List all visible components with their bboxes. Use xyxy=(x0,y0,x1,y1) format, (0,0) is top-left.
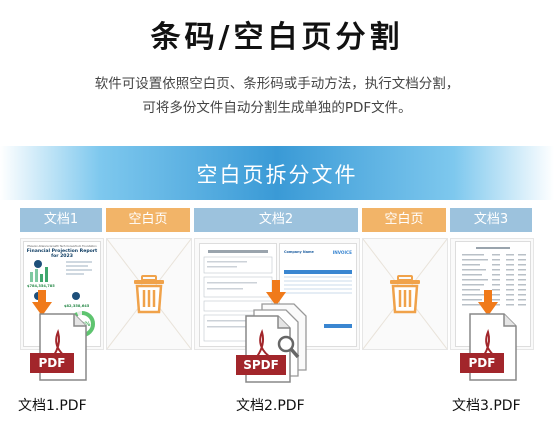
tab-blank-2: 空白页 xyxy=(362,208,446,232)
banner-title: 空白页拆分文件 xyxy=(196,163,358,187)
description-line-2: 可将多份文件自动分割生成单独的PDF文件。 xyxy=(142,100,412,116)
pdf-file-icon[interactable]: SPDF xyxy=(232,300,328,384)
arrow-down-icon xyxy=(478,290,498,316)
magnifier-icon xyxy=(277,335,300,359)
doc1-stat-1: $784,354,785 xyxy=(27,284,55,288)
doc1-title: Financial Projection Report for 2023 xyxy=(26,249,98,259)
trash-icon xyxy=(390,275,420,314)
banner-background xyxy=(0,146,554,200)
tab-doc1: 文档1 xyxy=(20,208,102,232)
doc2-company-name: Company Name xyxy=(284,250,314,254)
blank-panel-2 xyxy=(362,238,448,350)
doc1-stat-2: $82,358,645 xyxy=(64,304,90,308)
doc1-header: Phoenix Alliance Growth Tech Consortium … xyxy=(27,245,97,248)
doc3-table xyxy=(462,247,526,306)
pdf-file-icon[interactable]: PDF xyxy=(28,312,92,382)
description-line-1: 软件可设置依照空白页、条形码或手动方法，执行文档分割， xyxy=(94,76,460,92)
tab-blank-1: 空白页 xyxy=(106,208,190,232)
doc2-invoice-label: INVOICE xyxy=(332,250,352,255)
tab-doc2: 文档2 xyxy=(194,208,358,232)
pdf-badge: PDF xyxy=(460,353,504,373)
trash-icon xyxy=(134,275,164,314)
pdf-file-icon[interactable]: PDF xyxy=(458,312,522,382)
file-name-1: 文档1.PDF xyxy=(18,398,87,414)
arrow-down-icon xyxy=(32,290,52,316)
tab-doc3: 文档3 xyxy=(450,208,532,232)
blank-panel-1 xyxy=(106,238,192,350)
pdf-badge: SPDF xyxy=(236,355,286,375)
page-title: 条码/空白页分割 xyxy=(150,20,404,55)
file-name-3: 文档3.PDF xyxy=(452,398,521,414)
pdf-badge: PDF xyxy=(30,353,74,373)
doc2-invoice-table xyxy=(284,270,352,328)
arrow-down-icon xyxy=(266,280,286,306)
file-name-2: 文档2.PDF xyxy=(236,398,305,414)
banner: 空白页拆分文件 xyxy=(0,146,554,200)
